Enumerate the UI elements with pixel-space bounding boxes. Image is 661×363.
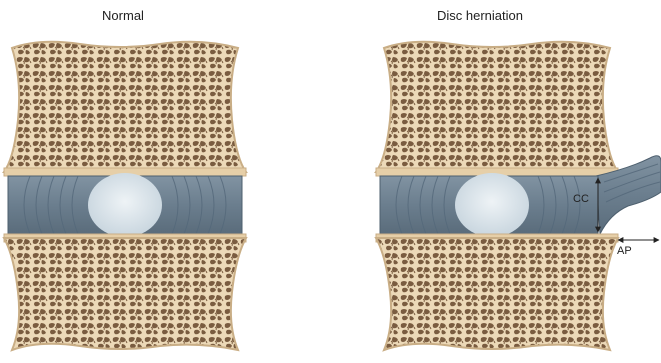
herniated-spine xyxy=(376,42,661,350)
nucleus-pulposus xyxy=(88,173,162,237)
upper-vertebra-right xyxy=(376,42,618,172)
ap-label: AP xyxy=(617,245,632,257)
nucleus-pulposus-right xyxy=(455,173,529,237)
normal-spine xyxy=(4,42,246,350)
herniation-panel-title: Disc herniation xyxy=(380,8,580,23)
lower-vertebra xyxy=(4,238,246,350)
cc-label: CC xyxy=(573,193,589,205)
upper-vertebra xyxy=(4,42,246,172)
lower-vertebra-right xyxy=(376,238,618,350)
normal-panel-title: Normal xyxy=(23,8,223,23)
